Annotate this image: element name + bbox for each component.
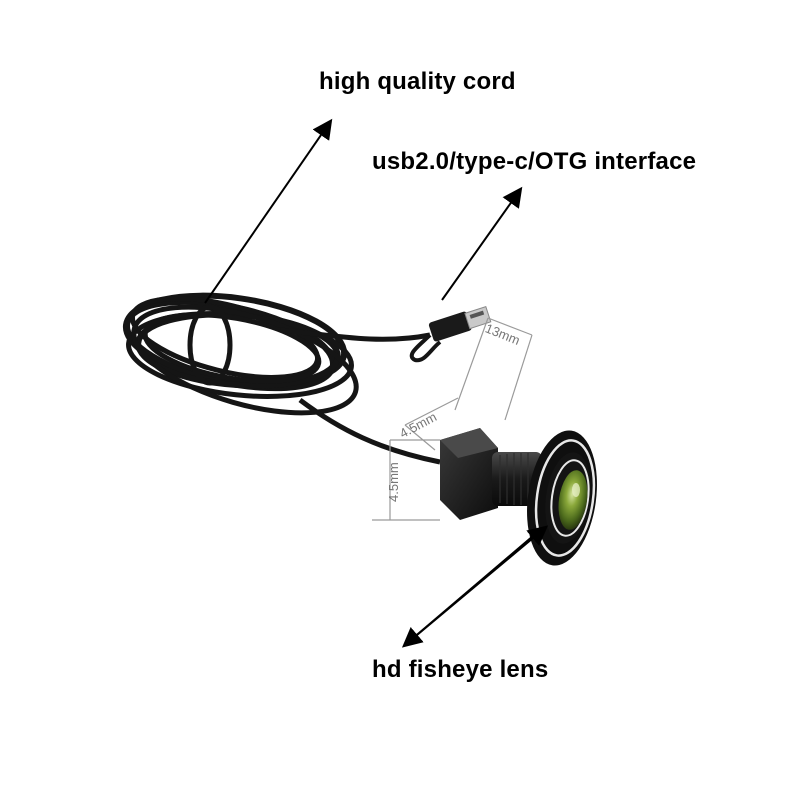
dimension-length-label: 13mm xyxy=(483,321,522,348)
usb-connector xyxy=(428,305,492,342)
usb-cable xyxy=(279,327,431,342)
camera-cable xyxy=(298,397,441,465)
coiled-cable xyxy=(122,292,359,416)
usb-cable-loop xyxy=(409,333,442,363)
usb-interface-label: usb2.0/type-c/OTG interface xyxy=(372,148,697,175)
dimension-height-label: 4.5mm xyxy=(386,462,401,502)
cord-arrow xyxy=(204,118,333,304)
lens-arrow-tail xyxy=(404,525,549,646)
dimension-lines xyxy=(372,317,533,521)
cord-label: high quality cord xyxy=(319,68,516,95)
camera-module xyxy=(440,428,597,566)
usb-arrow xyxy=(441,186,523,301)
fisheye-lens-label: hd fisheye lens xyxy=(372,656,549,683)
fisheye-lens xyxy=(527,430,597,566)
